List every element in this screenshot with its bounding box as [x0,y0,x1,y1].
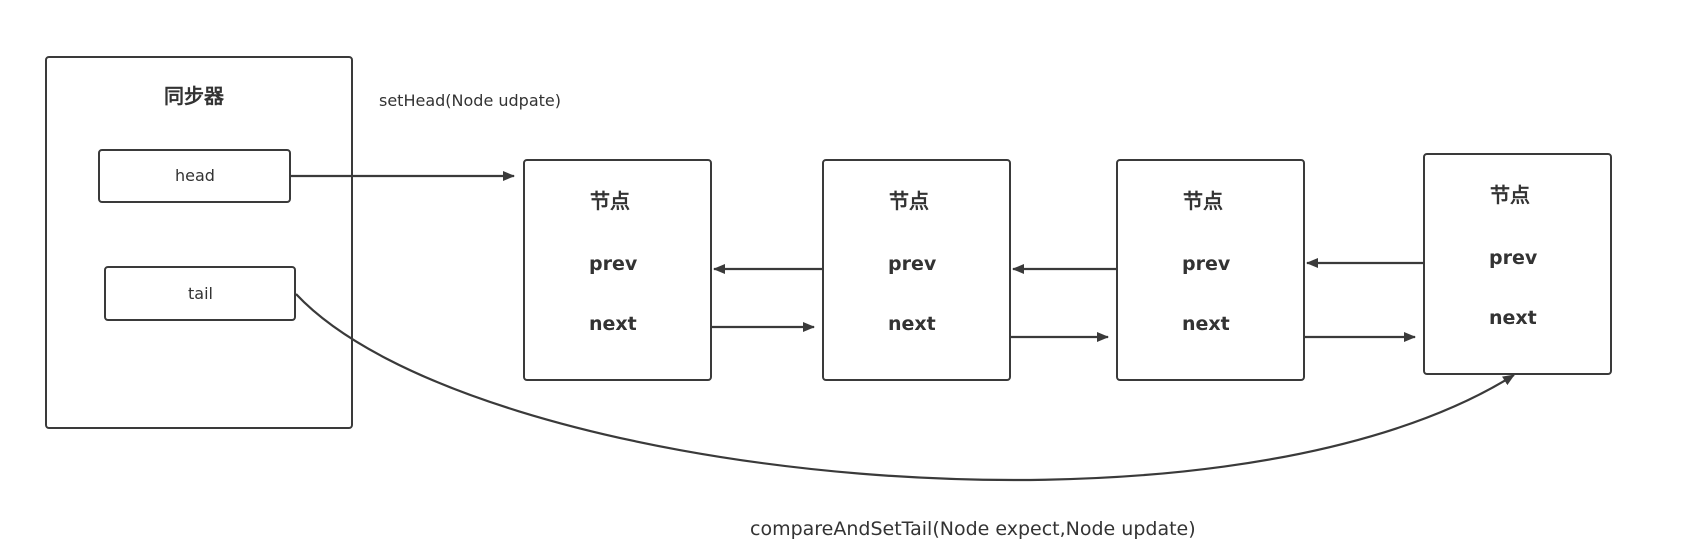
node-prev-2: prev [888,253,937,275]
compare-and-set-tail-label: compareAndSetTail(Node expect,Node updat… [750,518,1196,540]
node-box-4 [1423,153,1612,375]
tail-field [104,266,296,321]
head-field [98,149,291,203]
node-prev-4: prev [1489,247,1538,269]
node-title-1: 节点 [590,189,630,213]
tail-to-node4-curve [295,293,1515,482]
head-label: head [175,166,215,185]
node-box-1 [523,159,712,381]
synchronizer-box [45,56,353,429]
node-title-2: 节点 [889,189,929,213]
set-head-label: setHead(Node udpate) [379,91,561,110]
synchronizer-title: 同步器 [164,84,224,108]
tail-label: tail [188,284,213,303]
node-next-3: next [1182,313,1230,335]
node-prev-1: prev [589,253,638,275]
node-next-4: next [1489,307,1537,329]
node-next-2: next [888,313,936,335]
node-box-2 [822,159,1011,381]
node-next-1: next [589,313,637,335]
node-box-3 [1116,159,1305,381]
node-prev-3: prev [1182,253,1231,275]
node-title-4: 节点 [1490,183,1530,207]
node-title-3: 节点 [1183,189,1223,213]
